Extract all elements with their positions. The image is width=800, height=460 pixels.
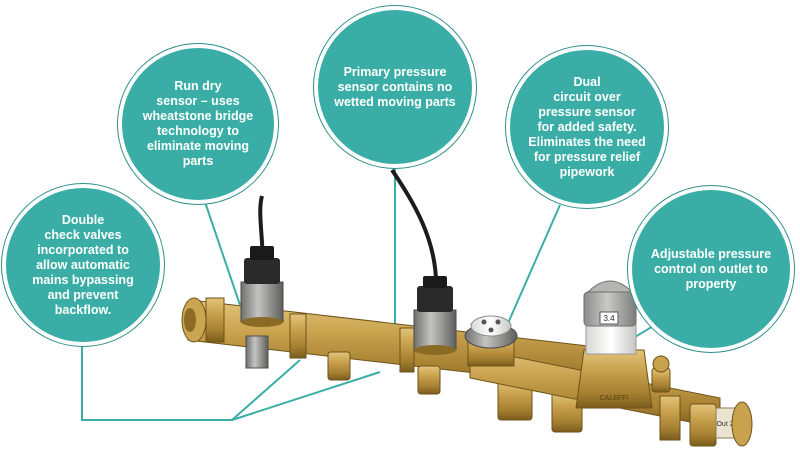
callout-double-check-valves: Double check valves incorporated to allo… xyxy=(2,184,164,346)
primary-pressure-sensor xyxy=(413,276,457,355)
valve-brand-mark: CALEFFI xyxy=(600,395,629,402)
outlet-label-text: Out 22 xyxy=(716,421,737,428)
pressure-dial-value: 3.4 xyxy=(603,314,615,323)
leader-double-check-2 xyxy=(231,371,381,421)
callout-primary-pressure-sensor: Primary pressure sensor contains no wett… xyxy=(314,6,476,168)
leader-run-dry xyxy=(204,201,241,306)
callout-dual-text: Dual circuit over pressure sensor for ad… xyxy=(528,74,646,179)
pressure-dial-window xyxy=(599,311,619,325)
dual-circuit-sensor xyxy=(464,315,518,367)
callout-run-dry-sensor: Run dry sensor – uses wheatstone bridge … xyxy=(118,44,278,204)
run-dry-sensor xyxy=(240,246,284,327)
callout-double-check-text: Double check valves incorporated to allo… xyxy=(32,212,134,317)
leader-double-check xyxy=(81,344,301,421)
callout-primary-text: Primary pressure sensor contains no wett… xyxy=(334,64,456,109)
callout-adjustable-pressure: Adjustable pressure control on outlet to… xyxy=(628,186,794,352)
pressure-reducing-valve: 3.4 CALEFFI xyxy=(575,280,671,409)
sensor-cables xyxy=(258,168,439,291)
mounting-bracket xyxy=(245,335,269,369)
primary-cable xyxy=(390,168,439,291)
callout-adjust-text: Adjustable pressure control on outlet to… xyxy=(650,246,772,291)
callout-dual-circuit-sensor: Dual circuit over pressure sensor for ad… xyxy=(506,46,668,208)
callout-run-dry-text: Run dry sensor – uses wheatstone bridge … xyxy=(142,79,254,168)
leader-dual xyxy=(504,204,561,331)
